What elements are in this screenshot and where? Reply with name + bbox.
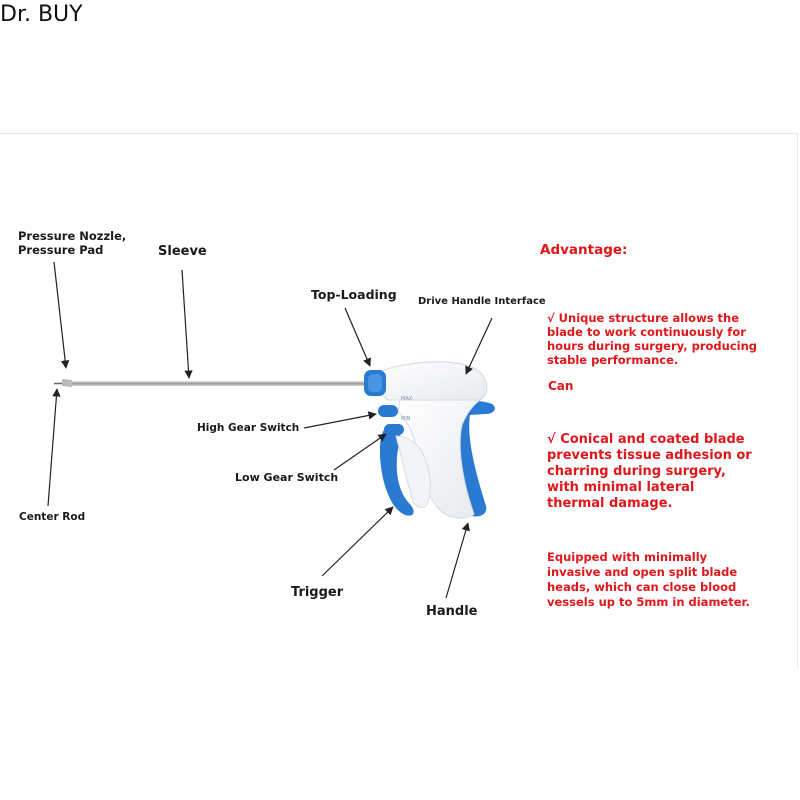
arrow-sleeve <box>181 269 193 379</box>
label-pressure-nozzle: Pressure Nozzle, <box>18 229 126 243</box>
label-drive-handle: Drive Handle Interface <box>418 296 546 307</box>
advantage-point3-line3: heads, which can close blood <box>547 580 736 594</box>
component-labels: Pressure Nozzle, Pressure Pad Sleeve Top… <box>18 229 546 619</box>
trigger-blue <box>379 428 414 516</box>
advantage-point3-line2: invasive and open split blade <box>547 565 737 579</box>
label-trigger: Trigger <box>291 585 344 600</box>
arrow-pressure-nozzle <box>53 261 70 369</box>
handle-top-body <box>377 361 488 401</box>
arrow-trigger <box>321 506 394 577</box>
advantage-point1-line2: blade to work continuously for <box>547 325 746 339</box>
advantage-title: Advantage: <box>540 242 627 258</box>
min-mark: MIN <box>401 416 411 422</box>
brand-name: Dr. BUY <box>0 2 83 27</box>
advantage-point1-line3: hours during surgery, producing <box>547 339 757 353</box>
callout-arrows <box>47 261 493 599</box>
arrow-low-gear <box>333 433 387 471</box>
advantage-point2-line5: thermal damage. <box>547 496 672 511</box>
label-sleeve: Sleeve <box>158 244 207 259</box>
label-top-loading: Top-Loading <box>311 287 397 302</box>
arrow-center-rod <box>47 388 61 507</box>
pressure-pad-tip <box>62 379 72 387</box>
advantage-can: Can <box>548 379 573 393</box>
handle-grip-white <box>397 399 482 519</box>
label-handle: Handle <box>426 604 478 619</box>
max-mark: MAX <box>401 396 413 402</box>
advantage-point3-line1: Equipped with minimally <box>547 550 708 564</box>
advantage-point1-line1: √ Unique structure allows the <box>547 311 739 325</box>
arrow-top-loading <box>344 307 371 367</box>
label-high-gear: High Gear Switch <box>197 422 299 434</box>
advantage-point2-line3: charring during surgery, <box>547 464 726 479</box>
device-illustration: MAX MIN <box>54 361 495 519</box>
trigger-white <box>395 435 431 509</box>
advantage-point3-line4: vessels up to 5mm in diameter. <box>547 595 750 609</box>
advantage-point2-line1: √ Conical and coated blade <box>547 432 745 447</box>
arrow-handle <box>445 522 470 599</box>
label-pressure-pad: Pressure Pad <box>18 243 103 257</box>
label-low-gear: Low Gear Switch <box>235 471 338 484</box>
label-center-rod: Center Rod <box>19 511 85 523</box>
advantage-point1-line4: stable performance. <box>547 353 678 367</box>
arrow-drive-handle <box>465 317 493 375</box>
advantage-point2-line4: with minimal lateral <box>547 480 694 495</box>
high-gear-switch <box>378 405 398 417</box>
advantages-block: Advantage: √ Unique structure allows the… <box>540 242 757 609</box>
sleeve-shaft <box>70 381 372 386</box>
arrow-high-gear <box>303 411 377 429</box>
advantage-point2-line2: prevents tissue adhesion or <box>547 448 752 463</box>
